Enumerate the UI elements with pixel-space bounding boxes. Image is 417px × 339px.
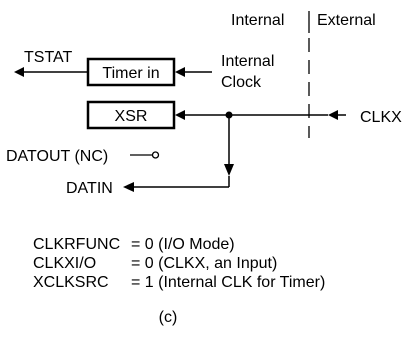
internal-region-label: Internal bbox=[231, 12, 284, 29]
xsr-block bbox=[86, 100, 176, 130]
config-name-3: XCLKSRC bbox=[33, 274, 109, 291]
xsr-label: XSR bbox=[115, 108, 148, 125]
external-region-label: External bbox=[317, 12, 376, 29]
tstat-arrowhead bbox=[14, 67, 24, 77]
config-settings: CLKRFUNC = 0 (I/O Mode) CLKXI/O = 0 (CLK… bbox=[33, 236, 325, 291]
config-value-2: = 0 (CLKX, an Input) bbox=[131, 255, 277, 272]
config-name-2: CLKXI/O bbox=[33, 255, 96, 272]
branch-down-arrowhead bbox=[224, 164, 234, 176]
clkx-label: CLKX bbox=[360, 109, 402, 126]
internal-clock-label-line2: Clock bbox=[221, 74, 262, 91]
clkx-arrowhead bbox=[328, 110, 338, 120]
datin-arrowhead bbox=[123, 182, 134, 192]
config-value-3: = 1 (Internal CLK for Timer) bbox=[131, 274, 325, 291]
tstat-label: TSTAT bbox=[24, 49, 73, 66]
internal-clock-arrowhead bbox=[175, 67, 185, 77]
config-name-1: CLKRFUNC bbox=[33, 236, 120, 253]
internal-clock-label-line1: Internal bbox=[221, 53, 274, 70]
figure-caption: (c) bbox=[159, 309, 178, 326]
timer-in-block bbox=[86, 57, 176, 87]
config-value-1: = 0 (I/O Mode) bbox=[131, 236, 235, 253]
timer-in-label: Timer in bbox=[102, 65, 159, 82]
datout-label: DATOUT (NC) bbox=[6, 148, 108, 165]
datin-label: DATIN bbox=[66, 180, 113, 197]
datout-open-terminal bbox=[151, 151, 160, 159]
xsr-arrowhead bbox=[175, 110, 185, 120]
